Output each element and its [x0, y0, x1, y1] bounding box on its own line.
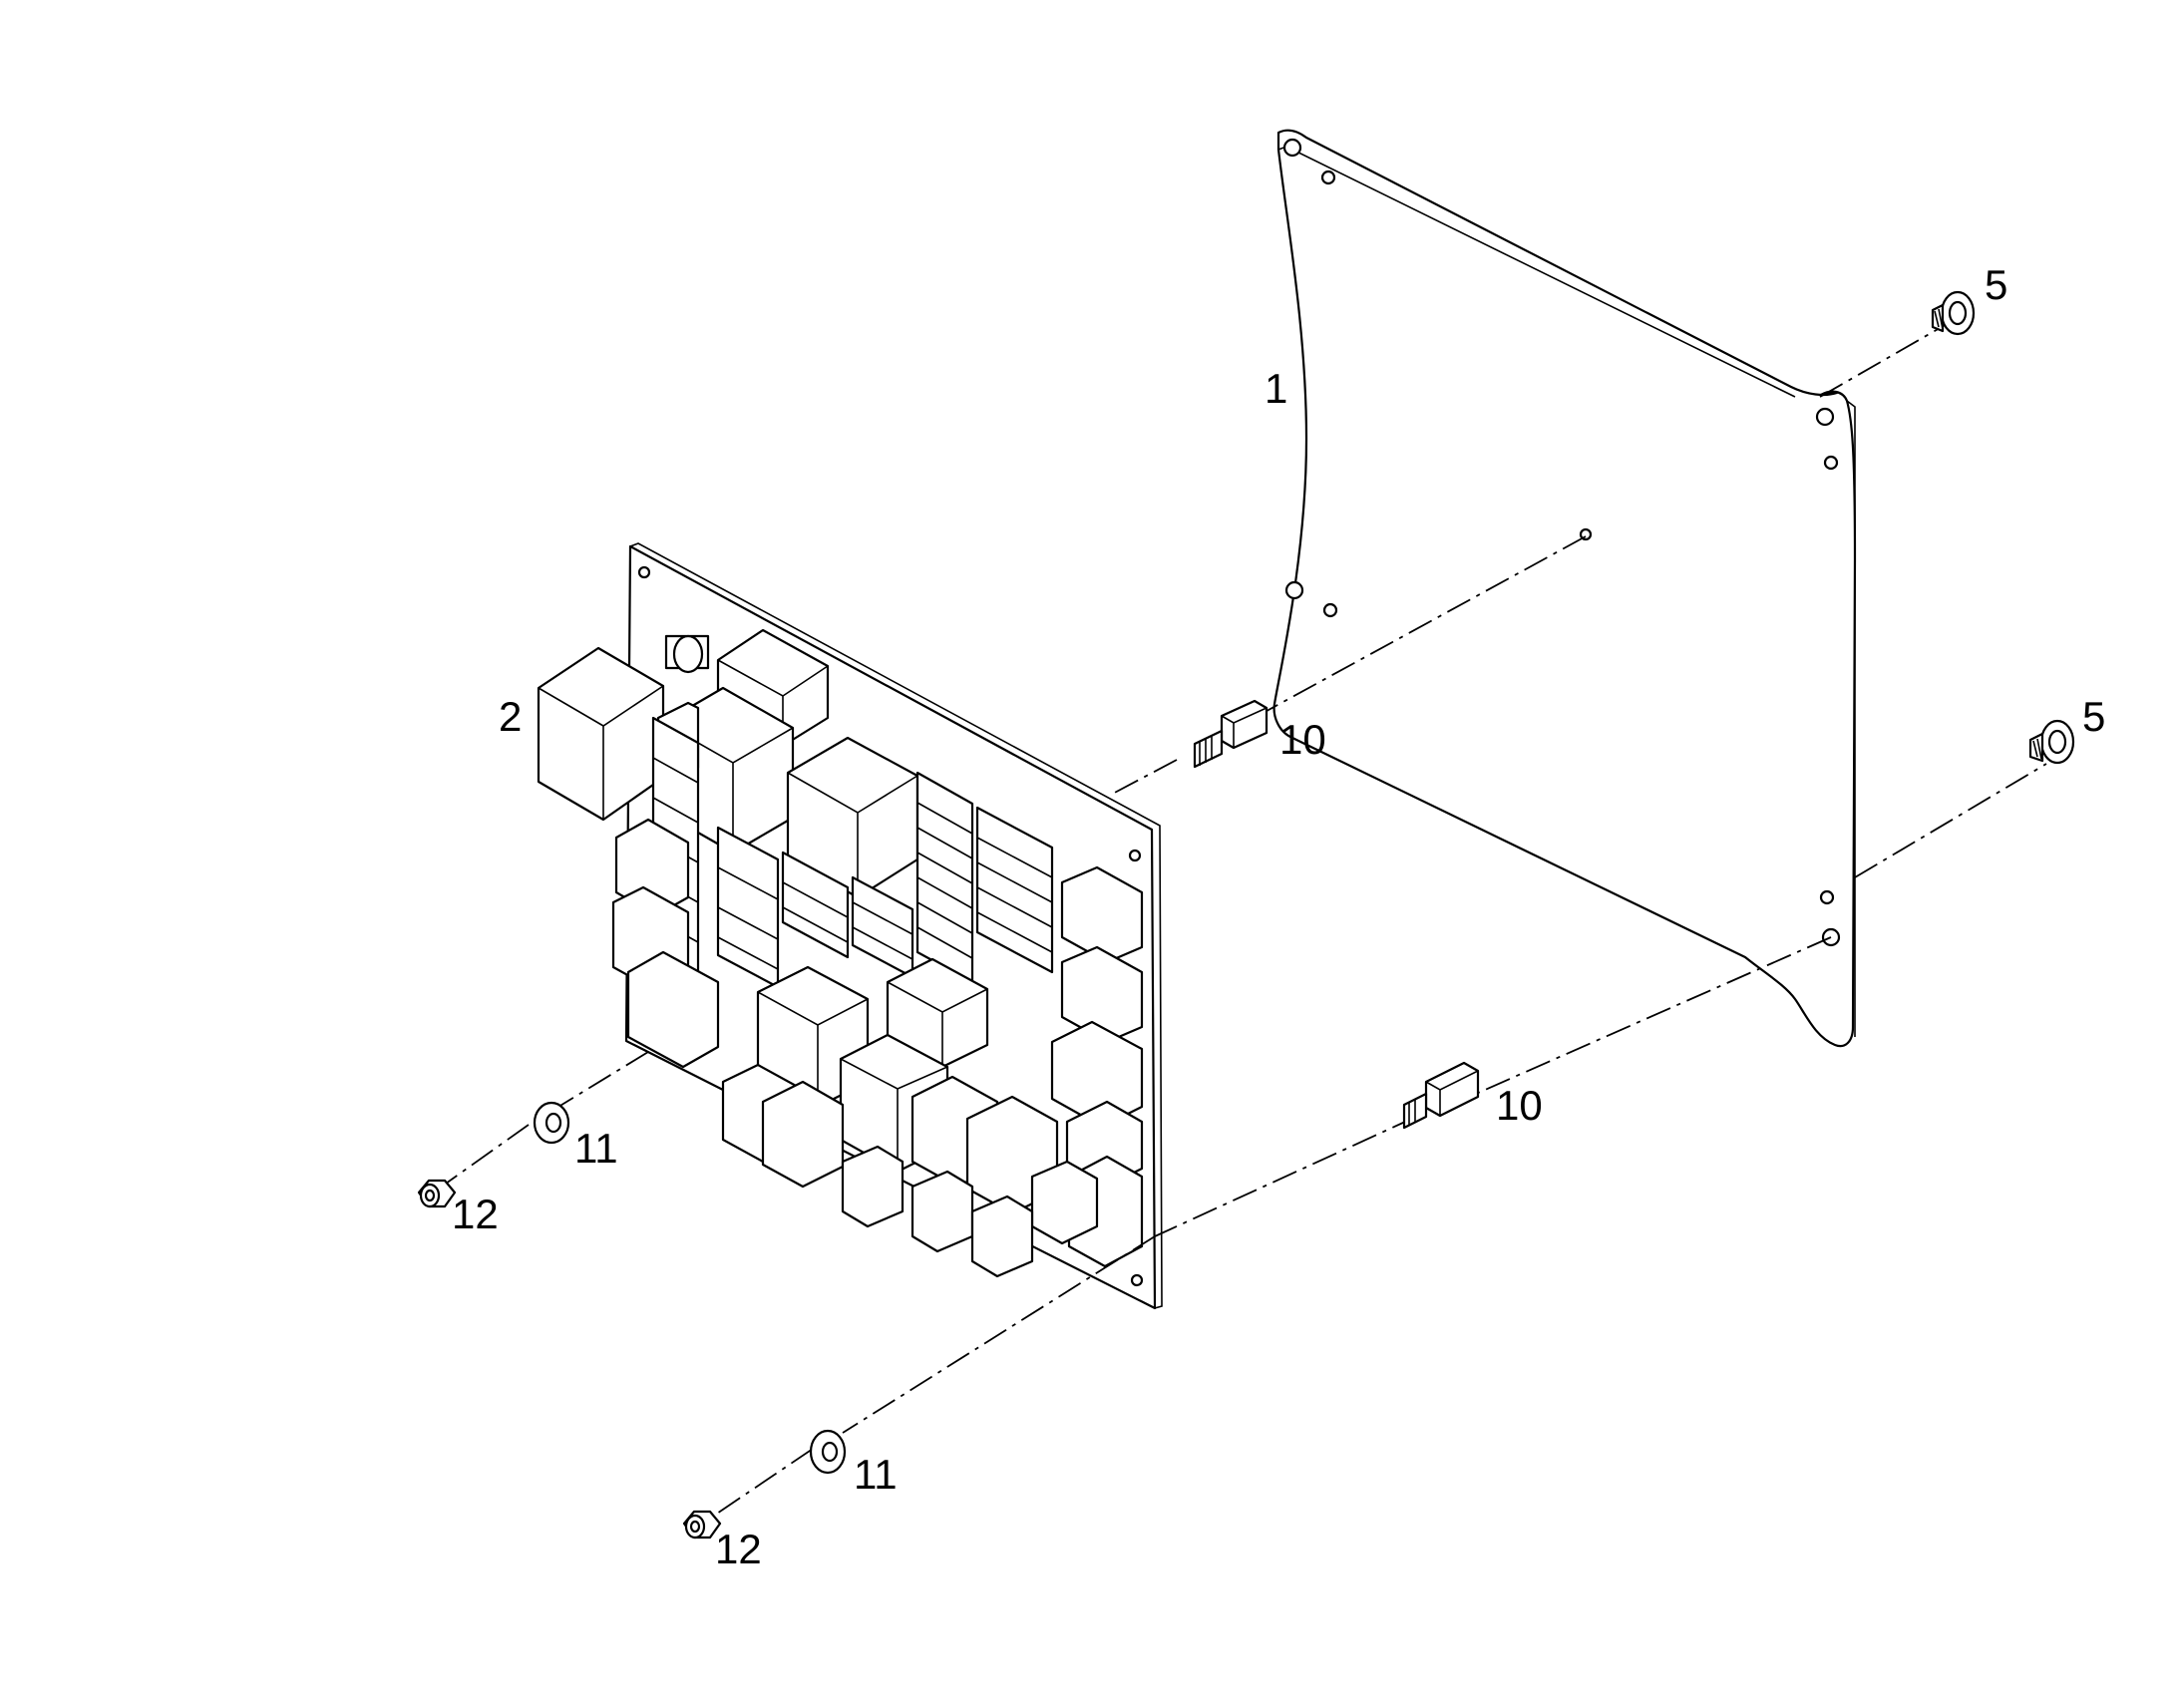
callout-nut-lower: 12 [715, 1526, 762, 1572]
callout-screw-top: 5 [1985, 261, 2007, 308]
standoff-upper [1193, 699, 1269, 769]
callout-standoff-upper: 10 [1279, 716, 1326, 763]
nut-upper [417, 1179, 457, 1208]
washer-upper [533, 1101, 570, 1145]
circuit-board [537, 542, 1163, 1310]
screw-mid [2028, 719, 2075, 765]
assembly-center-lines [438, 323, 2047, 1521]
washer-lower [809, 1429, 847, 1475]
callout-plate: 1 [1265, 365, 1287, 412]
callout-nut-upper: 12 [452, 1191, 499, 1237]
callout-pcb-board: 2 [499, 693, 522, 740]
callout-washer-lower: 11 [854, 1451, 898, 1498]
board-components [537, 628, 1144, 1278]
callout-standoff-lower: 10 [1496, 1082, 1543, 1129]
callout-washer-upper: 11 [574, 1125, 618, 1172]
standoff-lower [1402, 1061, 1480, 1130]
mounting-plate [1272, 129, 1857, 1048]
nut-lower [682, 1510, 722, 1539]
screw-top [1931, 290, 1976, 336]
callout-screw-mid: 5 [2082, 693, 2105, 740]
